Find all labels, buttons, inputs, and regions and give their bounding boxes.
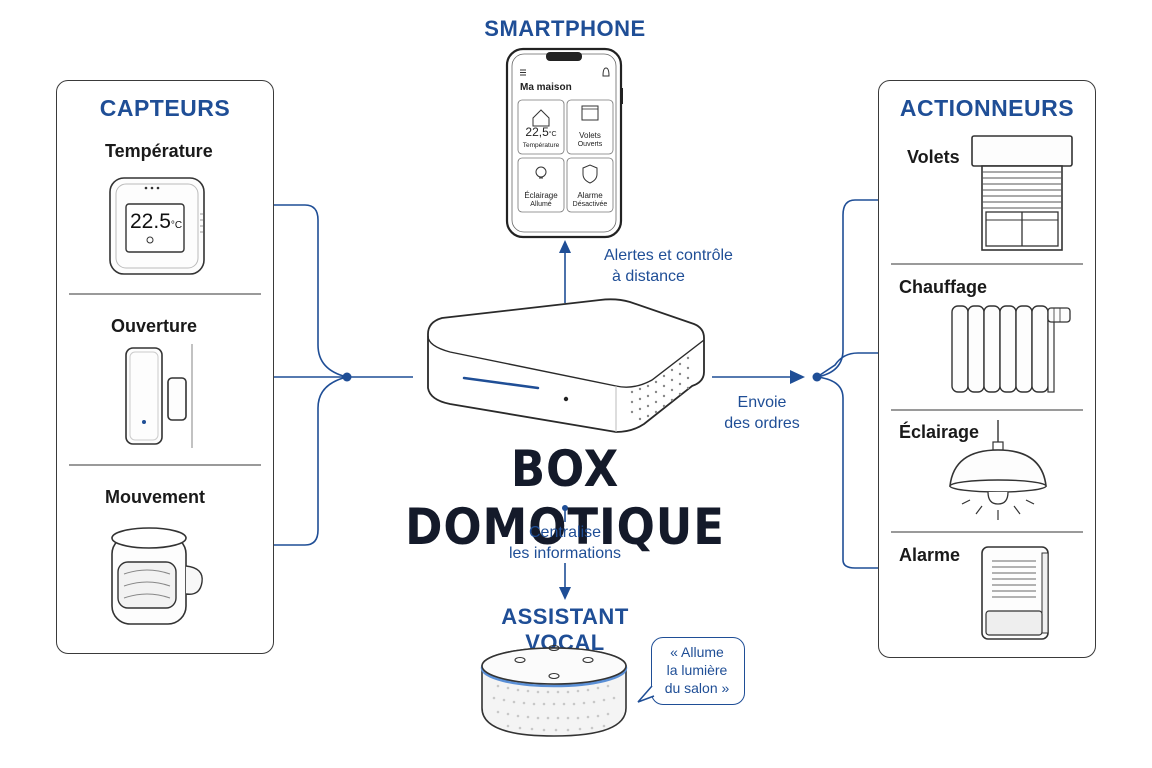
centralise-line2: les informations: [508, 545, 622, 562]
actionneur-label-eclairage: Éclairage: [899, 422, 980, 442]
tile-eclairage-sublabel: Allumé: [530, 201, 552, 208]
smartphone-device: Ma maison 22,5°C Température Volets Ouve…: [505, 47, 623, 239]
thermostat-display-unit: °C: [170, 220, 183, 231]
arrow-right-icon: [790, 370, 805, 384]
connector-mouvement: [272, 376, 348, 546]
motion-sensor-icon: [111, 527, 203, 625]
siren-icon: [981, 546, 1049, 640]
envoie-line1: Envoie: [737, 394, 787, 411]
connector-chauffage: [816, 352, 878, 378]
actionneurs-divider-3: [891, 531, 1083, 533]
bubble-line3: du salon »: [664, 680, 730, 696]
box-status-led: [462, 376, 540, 390]
door-sensor-icon: [125, 344, 193, 448]
centralise-dot: [562, 505, 568, 511]
speech-bubble-text: « Allume la lumière du salon »: [651, 643, 743, 697]
tile-alarme-sublabel: Désactivée: [572, 201, 608, 208]
actionneurs-divider-2: [891, 409, 1083, 411]
capteur-label-mouvement: Mouvement: [105, 487, 206, 507]
speech-bubble: [651, 637, 745, 705]
actionneur-label-volets: Volets: [907, 147, 960, 167]
capteurs-divider-1: [69, 293, 261, 295]
tile-alarme-label[interactable]: Alarme: [577, 191, 603, 200]
connector-temperature: [272, 204, 348, 378]
smartphone-title: SMARTPHONE: [484, 16, 646, 41]
tile-temperature-number: 22,5: [525, 125, 549, 139]
smartphone-note-line2: à distance: [612, 268, 685, 285]
arrow-up-icon: [559, 240, 571, 253]
capteurs-title: CAPTEURS: [99, 95, 231, 121]
hub-dot-right: [812, 372, 822, 382]
envoie-line2: des ordres: [724, 415, 800, 432]
thermostat-icon: 22.5°C: [108, 176, 206, 276]
smartphone-note-line1: Alertes et contrôle: [604, 247, 733, 264]
actionneurs-divider-1: [891, 263, 1083, 265]
actionneur-label-alarme: Alarme: [899, 545, 961, 565]
bubble-line1: « Allume: [670, 644, 724, 660]
smartphone-header: Ma maison: [520, 82, 572, 93]
tile-temperature-unit: °C: [548, 131, 557, 138]
tile-volets-sublabel: Ouverts: [577, 141, 603, 148]
centralise-line1: Centralise: [528, 524, 602, 541]
capteur-label-temperature: Température: [105, 141, 213, 161]
hub-dot-left: [342, 372, 352, 382]
tile-temperature-value: 22,5°C: [518, 125, 564, 139]
capteurs-divider-2: [69, 464, 261, 466]
roller-shutter-icon: [971, 135, 1073, 251]
arrow-down-icon: [559, 587, 571, 600]
box-domotique-device: [427, 298, 705, 433]
actionneur-label-chauffage: Chauffage: [899, 277, 988, 297]
pendant-lamp-icon: [949, 420, 1047, 520]
capteur-label-ouverture: Ouverture: [111, 316, 198, 336]
speech-bubble-tail: [637, 685, 655, 703]
connector-eclairage: [816, 376, 878, 569]
radiator-icon: [951, 305, 1071, 393]
actionneurs-title: ACTIONNEURS: [899, 95, 1075, 121]
tile-temperature-label[interactable]: Température: [522, 142, 560, 149]
thermostat-display-value: 22.5: [130, 210, 171, 233]
bubble-line2: la lumière: [666, 662, 728, 678]
tile-eclairage-label[interactable]: Éclairage: [524, 191, 558, 200]
box-domotique-title: BOX DOMOTIQUE: [405, 440, 725, 556]
smart-speaker-icon: [480, 644, 628, 737]
connector-volets: [816, 199, 878, 378]
tile-volets-label[interactable]: Volets: [579, 131, 601, 140]
